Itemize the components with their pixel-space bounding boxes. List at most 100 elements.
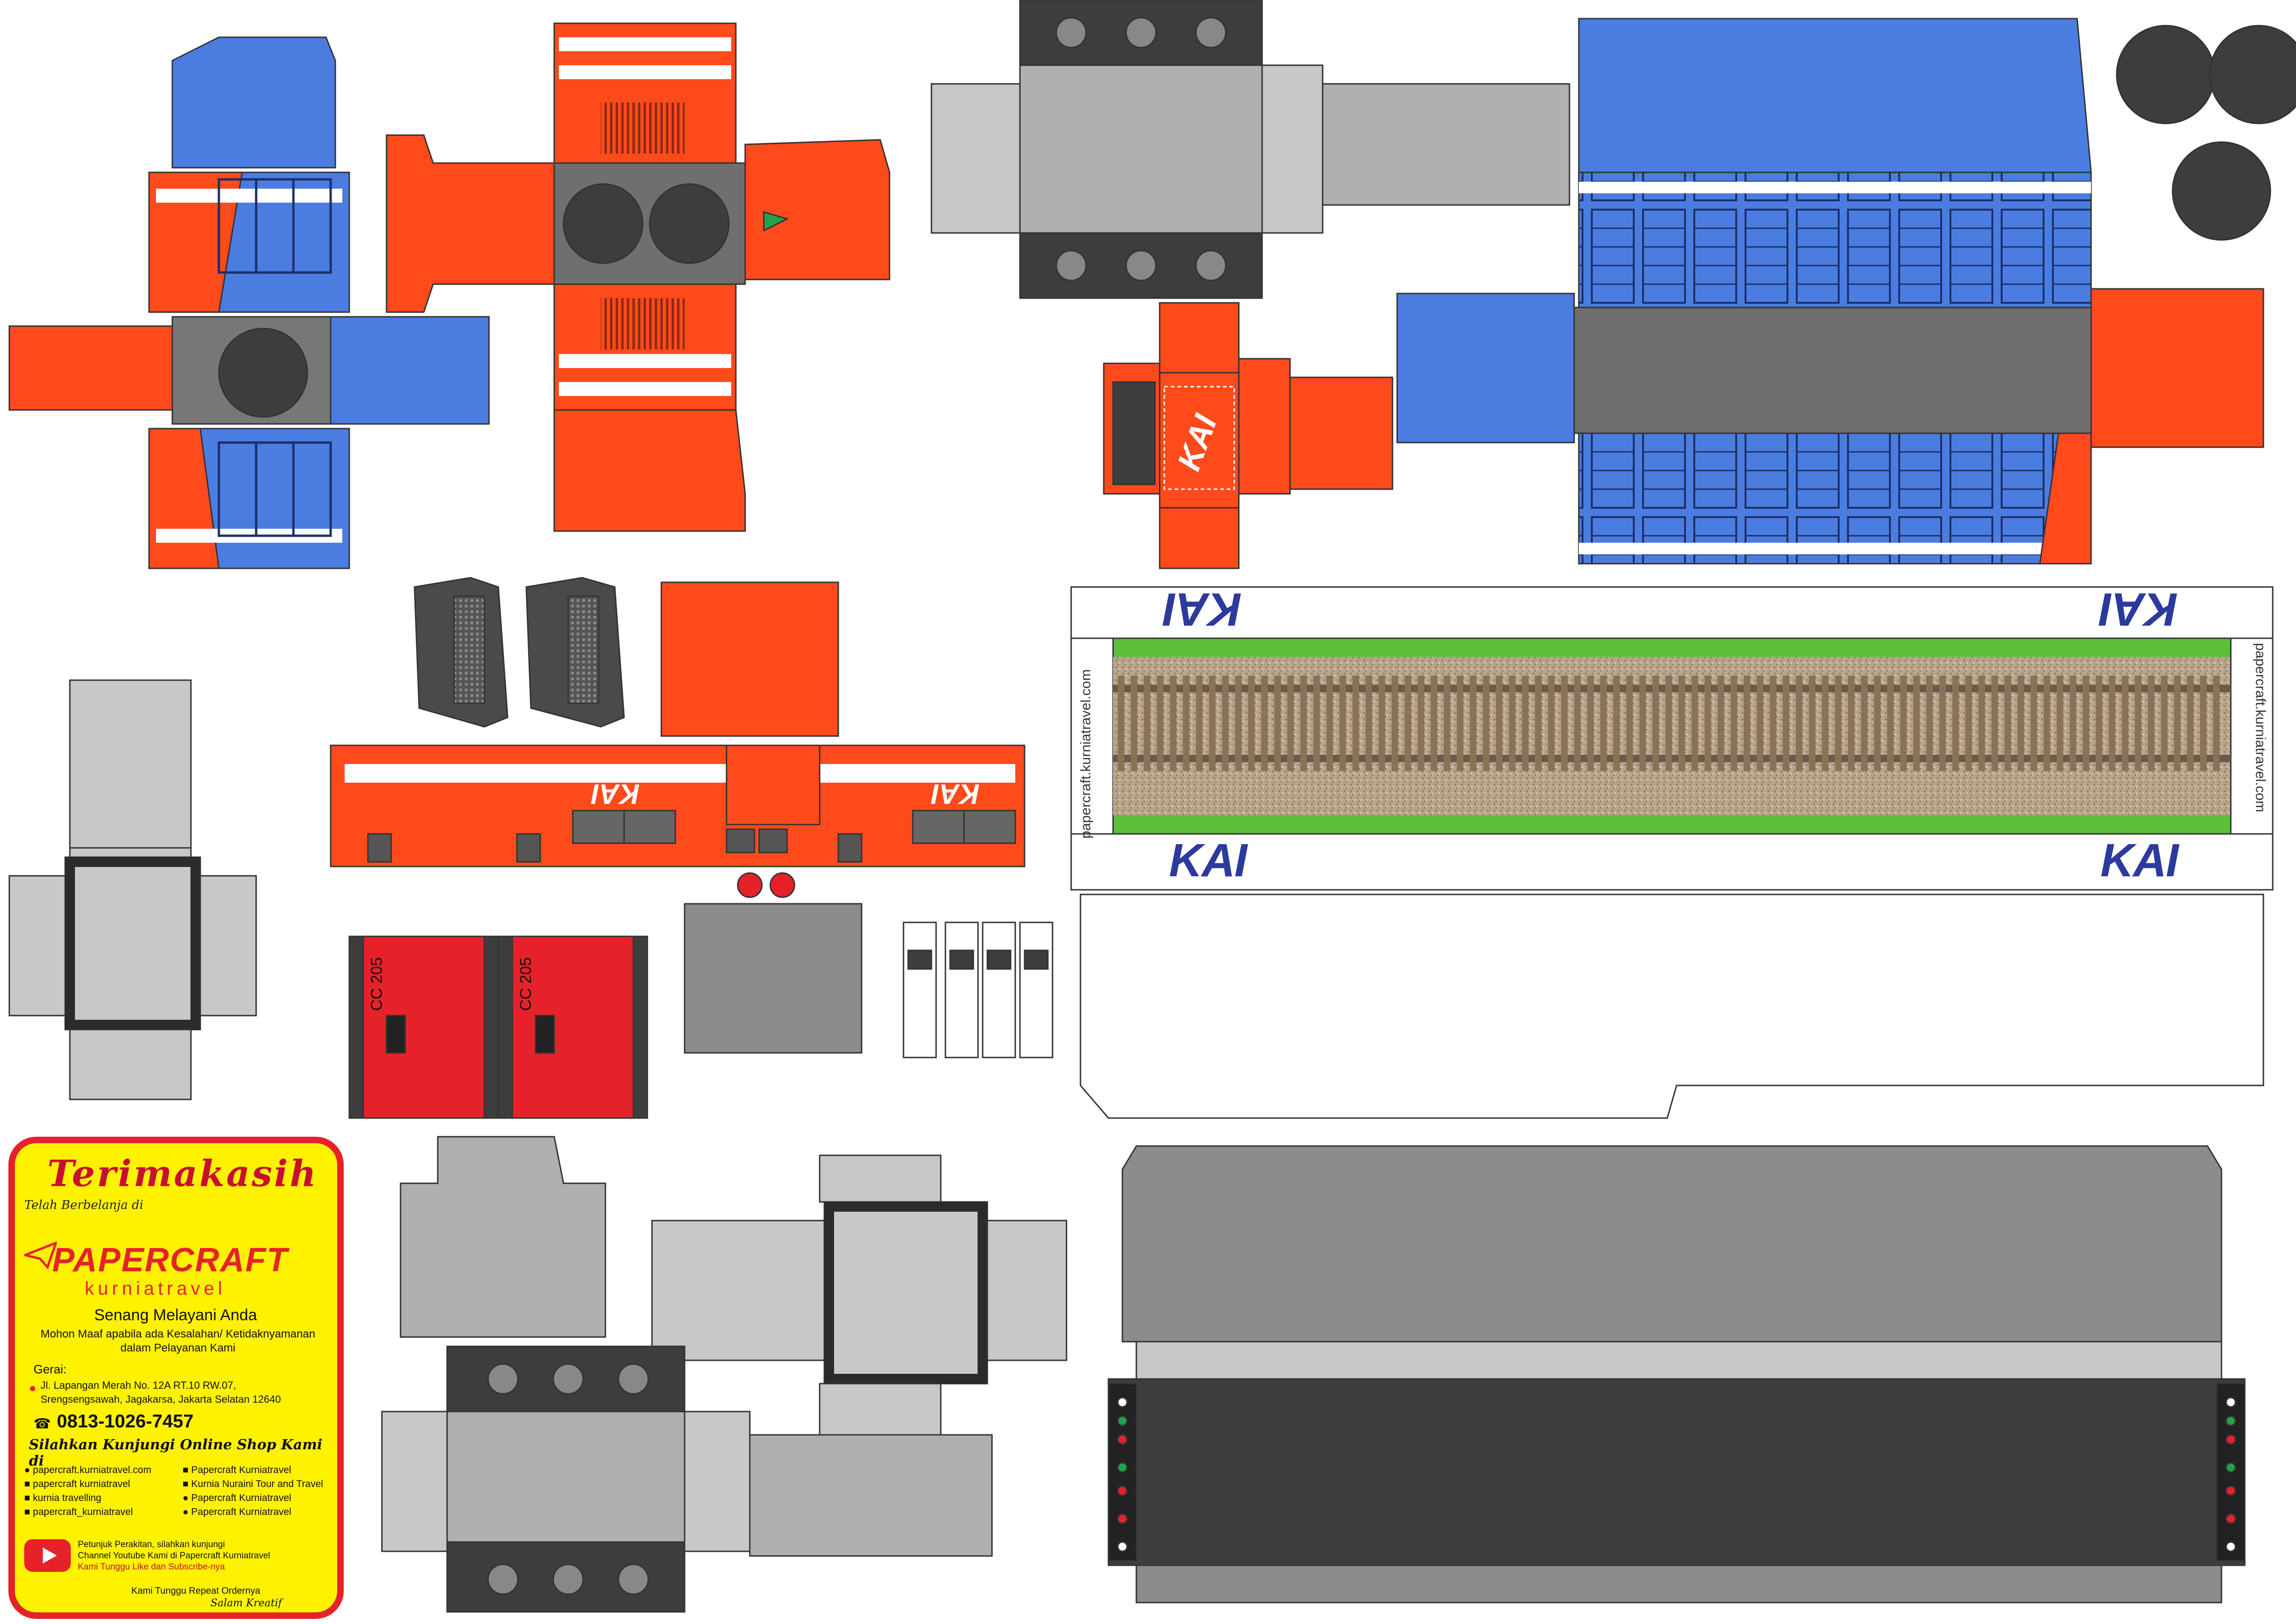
sleeper [1561,676,1568,771]
shop-icon: ■ [183,1465,191,1475]
sleepers [1118,676,2220,771]
card-brand-sub: kurniatravel [85,1278,226,1299]
dark-box-net [1107,1145,2246,1604]
sleeper [1535,676,1542,771]
sleeper [1874,676,1881,771]
sleeper [1444,676,1450,771]
link-label: Papercraft Kurniatravel [191,1493,292,1503]
bogie-net-top [931,0,1570,299]
sleeper [1848,676,1854,771]
sleeper [1639,676,1646,771]
sleeper [1209,676,1216,771]
sleeper [1887,676,1894,771]
card-guide: Petunjuk Perakitan, silahkan kunjungi Ch… [78,1539,337,1573]
card-address-line1: Jl. Lapangan Merah No. 12A RT.10 RW.07, [41,1379,236,1391]
sleeper [1991,676,1998,771]
instagram-icon: ■ [24,1507,33,1517]
sleeper [1300,676,1307,771]
sleeper [1405,676,1411,771]
red-plates [348,935,648,1119]
card-address-line2: Srengsengsawah, Jagakarsa, Jakarta Selat… [41,1393,281,1405]
sleeper [1796,676,1802,771]
sleeper [2122,676,2128,771]
card-apology-line2: dalam Pelayanan Kami [120,1342,236,1354]
hood-net-top [386,22,890,532]
sleeper [1626,676,1633,771]
link-row[interactable]: ● Papercraft Kurniatravel [183,1507,337,1521]
link-row[interactable]: ● papercraft.kurniatravel.com [24,1465,183,1479]
sleeper [2004,676,2011,771]
links-right: ■ Papercraft Kurniatravel ■ Kurnia Nurai… [183,1465,337,1521]
kai-logo-hood-2: KAI [931,778,980,810]
card-store-label: Gerai: [34,1362,67,1376]
sleeper [1261,676,1268,771]
sleeper [2161,676,2167,771]
sleeper [1731,676,1737,771]
card-visit: Silahkan Kunjungi Online Shop Kami di [29,1437,323,1469]
track-watermark-right: papercraft.kurniatravel.com [2253,643,2268,812]
shop-icon: ● [183,1507,191,1517]
sleeper [2174,676,2181,771]
sleeper [2031,676,2037,771]
sleeper [1705,676,1711,771]
link-row[interactable]: ● Papercraft Kurniatravel [183,1493,337,1507]
kai-logo-hood-1: KAI [591,778,640,810]
kai-logo-bottom-left: KAI [1169,834,1247,887]
sleeper [1744,676,1750,771]
link-label: papercraft kurniatravel [33,1479,130,1489]
sleeper [1170,676,1176,771]
sleeper [2017,676,2024,771]
shop-icon: ● [183,1493,191,1503]
link-row[interactable]: ■ papercraft_kurniatravel [24,1507,183,1521]
sleeper [1822,676,1828,771]
sleeper [1718,676,1724,771]
card-guide-line2: Channel Youtube Kami di Papercraft Kurni… [78,1551,270,1561]
phone-icon: ☎ [34,1416,51,1432]
link-label: Papercraft Kurniatravel [191,1465,292,1475]
cab-net-left [8,36,490,569]
link-row[interactable]: ■ papercraft kurniatravel [24,1479,183,1493]
youtube-icon[interactable] [24,1539,71,1572]
loco-code-2: CC 205 [517,957,535,1011]
sleeper [1352,676,1359,771]
sleeper [1483,676,1489,771]
card-apology-line1: Mohon Maaf apabila ada Kesalahan/ Ketida… [41,1328,315,1340]
card-guide-line1: Petunjuk Perakitan, silahkan kunjungi [78,1540,225,1549]
link-row[interactable]: ■ Kurnia Nuraini Tour and Travel [183,1479,337,1493]
sleeper [1978,676,1985,771]
sleeper [1861,676,1868,771]
kai-logo-bottom-right: KAI [2100,834,2179,887]
card-guide-line3: Kami Tunggu Like dan Subscribe-nya [78,1562,225,1572]
small-strips [903,921,1053,1058]
sleeper [1652,676,1659,771]
kai-logo-top-left: KAI [1164,583,1242,635]
sleeper [1900,676,1907,771]
sleeper [2044,676,2050,771]
thank-you-card: Terimakasih Telah Berbelanja di PAPERCRA… [8,1137,344,1619]
sleeper [1574,676,1581,771]
track-watermark-left: papercraft.kurniatravel.com [1078,669,1094,839]
sleeper [1131,676,1137,771]
sleeper [1379,676,1385,771]
paper-plane-icon [24,1241,57,1269]
sleeper [2200,676,2207,771]
sleeper [1326,676,1333,771]
sleeper [1144,676,1150,771]
sleeper [1757,676,1763,771]
sleeper [1770,676,1776,771]
kai-logo-top-right: KAI [2100,583,2178,635]
link-label: papercraft.kurniatravel.com [33,1465,151,1475]
link-row[interactable]: ■ Papercraft Kurniatravel [183,1465,337,1479]
sleeper [2213,676,2220,771]
sleeper [1183,676,1189,771]
card-repeat: Kami Tunggu Repeat Ordernya [131,1586,260,1596]
gray-flap-piece [400,1136,606,1338]
sleeper [1418,676,1424,771]
sleeper [1274,676,1281,771]
link-row[interactable]: ■ kurnia travelling [24,1493,183,1507]
sleeper [2057,676,2063,771]
sleeper [1365,676,1372,771]
card-brand: PAPERCRAFT [52,1242,288,1279]
sleeper [1965,676,1972,771]
